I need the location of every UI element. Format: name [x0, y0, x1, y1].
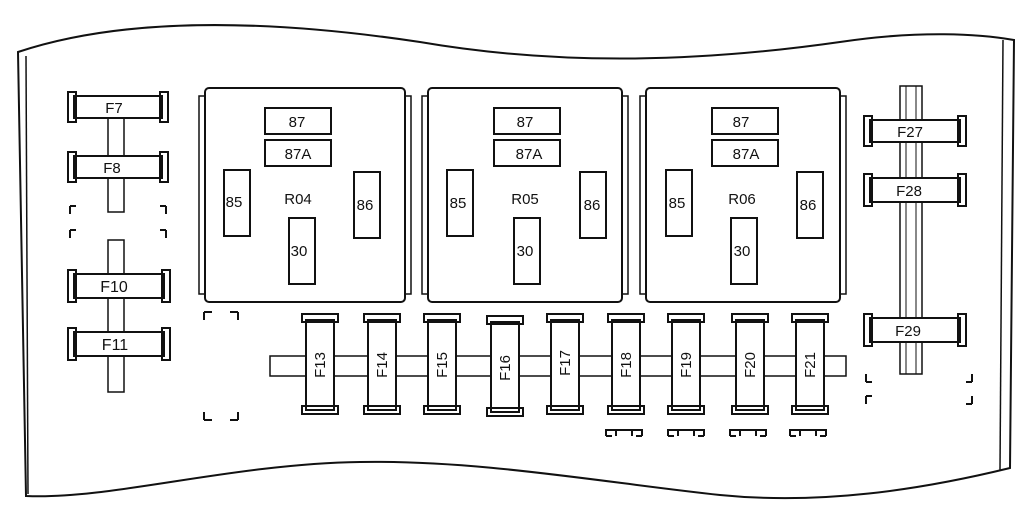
relay-pin-label: 85	[450, 195, 467, 212]
relay-pin-label: 86	[800, 197, 817, 214]
fuse-label: F20	[742, 352, 759, 378]
fuse-f18[interactable]: F18	[607, 313, 645, 415]
fuse-label: F28	[896, 183, 922, 200]
relay-pin-label: 86	[357, 197, 374, 214]
empty-slot-bottom-left	[203, 311, 239, 421]
fuse-label: F18	[618, 352, 635, 378]
relay-pin-label: 30	[291, 243, 308, 260]
relay-name: R04	[284, 191, 312, 208]
left-bus-bar-lower	[107, 239, 125, 393]
fuse-f8[interactable]: F8	[67, 151, 169, 183]
relay-pin-label: 87A	[285, 146, 312, 163]
fuse-label: F11	[102, 337, 128, 354]
relay-r05[interactable]: 87 87A 85 86 30 R05	[421, 87, 629, 303]
relay-pin-label: 30	[517, 243, 534, 260]
fuse-f27[interactable]: F27	[863, 115, 967, 147]
fuse-label: F21	[802, 352, 819, 378]
fuse-f10[interactable]: F10	[67, 269, 171, 303]
relay-name: R05	[511, 191, 539, 208]
relay-pin-label: 87	[289, 114, 306, 131]
relay-pin-label: 30	[734, 243, 751, 260]
fuse-f14[interactable]: F14	[363, 313, 401, 415]
fuse-f16[interactable]: F16	[486, 315, 524, 417]
fuse-label: F27	[897, 124, 923, 141]
fuse-f20[interactable]: F20	[731, 313, 769, 415]
fuse-f21[interactable]: F21	[791, 313, 829, 415]
fuse-label: F29	[895, 323, 921, 340]
fuse-label: F7	[105, 100, 123, 117]
relay-r06[interactable]: 87 87A 85 86 30 R06	[639, 87, 847, 303]
empty-slot-right	[865, 374, 973, 405]
relay-pin-label: 87	[733, 114, 750, 131]
relay-pin-label: 86	[584, 197, 601, 214]
relay-pin-label: 87A	[733, 146, 760, 163]
fuse-f19[interactable]: F19	[667, 313, 705, 415]
fuse-label: F10	[100, 279, 128, 296]
fuse-label: F19	[678, 352, 695, 378]
fuse-f29[interactable]: F29	[863, 313, 967, 347]
fuse-label: F15	[434, 352, 451, 378]
relay-pin-label: 87	[517, 114, 534, 131]
relay-pin-label: 87A	[516, 146, 543, 163]
relay-pin-label: 85	[669, 195, 686, 212]
fuse-f28[interactable]: F28	[863, 173, 967, 207]
fuse-f17[interactable]: F17	[546, 313, 584, 415]
bottom-connector-clips	[605, 429, 827, 437]
fuse-label: F13	[312, 352, 329, 378]
fuse-label: F14	[374, 352, 391, 378]
fuse-f13[interactable]: F13	[301, 313, 339, 415]
fuse-label: F17	[557, 350, 574, 376]
fuse-f15[interactable]: F15	[423, 313, 461, 415]
relay-name: R06	[728, 191, 756, 208]
fuse-f11[interactable]: F11	[67, 327, 171, 361]
empty-slot-left	[69, 205, 167, 238]
fuse-label: F8	[103, 160, 121, 177]
relay-r04[interactable]: 87 87A 85 86 30 R04	[198, 87, 412, 303]
fuse-f7[interactable]: F7	[67, 91, 169, 123]
relay-pin-label: 85	[226, 194, 243, 211]
fuse-label: F16	[497, 355, 514, 381]
